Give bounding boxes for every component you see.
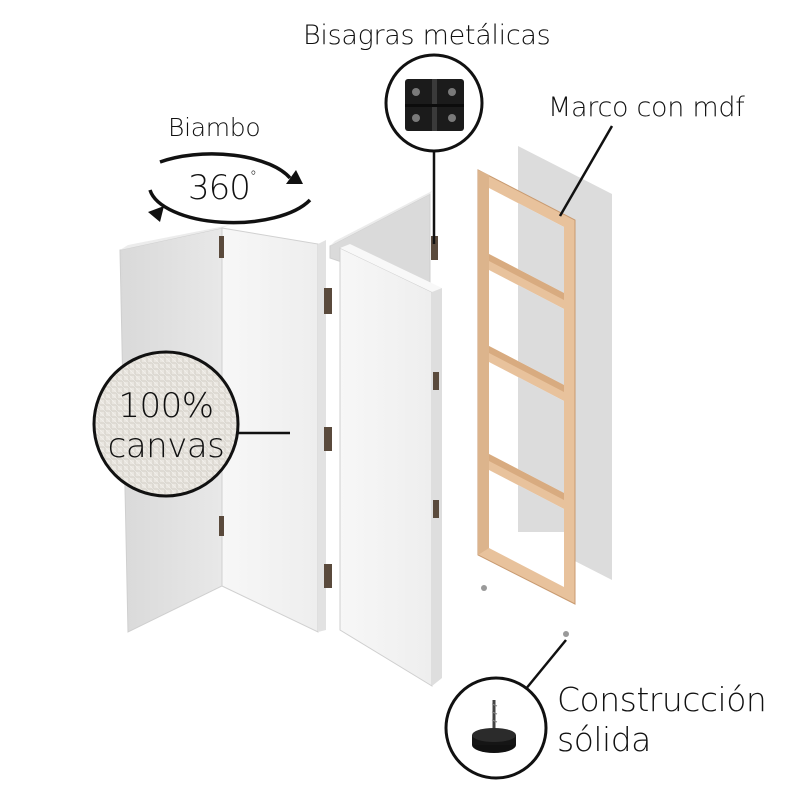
screen-panel-4: [339, 247, 433, 687]
screw-dot: [563, 631, 569, 637]
foot-leveler-icon: [472, 700, 516, 753]
callout-line: [558, 125, 614, 217]
frame-label: Marco con mdf: [548, 92, 745, 123]
construction-label-line2: sólida: [557, 720, 651, 759]
hinge-icon: [219, 236, 439, 588]
screen-type-label: Biambo: [168, 113, 261, 142]
hinges-label: Bisagras metálicas: [303, 20, 551, 51]
hinge-icon: [405, 79, 464, 131]
rotation-value: 360: [188, 168, 251, 208]
construction-label-line1: Construcción: [557, 680, 767, 719]
canvas-label-line1: 100%: [118, 386, 214, 426]
rotation-label: 360°: [188, 168, 257, 208]
rotation-arrow-head: [286, 170, 303, 184]
construction-callout-circle: [444, 676, 548, 780]
construction-label: Construcción sólida: [557, 680, 767, 760]
rotation-arrows-icon: [148, 152, 312, 225]
mdf-frame: [477, 169, 576, 605]
rotation-unit: °: [249, 168, 257, 185]
screw-dot: [481, 585, 487, 591]
callout-line: [524, 639, 567, 691]
rotation-arrow-head: [148, 206, 164, 222]
canvas-texture-icon: [92, 350, 240, 498]
canvas-label: 100% canvas: [96, 386, 236, 466]
canvas-label-line2: canvas: [107, 426, 225, 466]
